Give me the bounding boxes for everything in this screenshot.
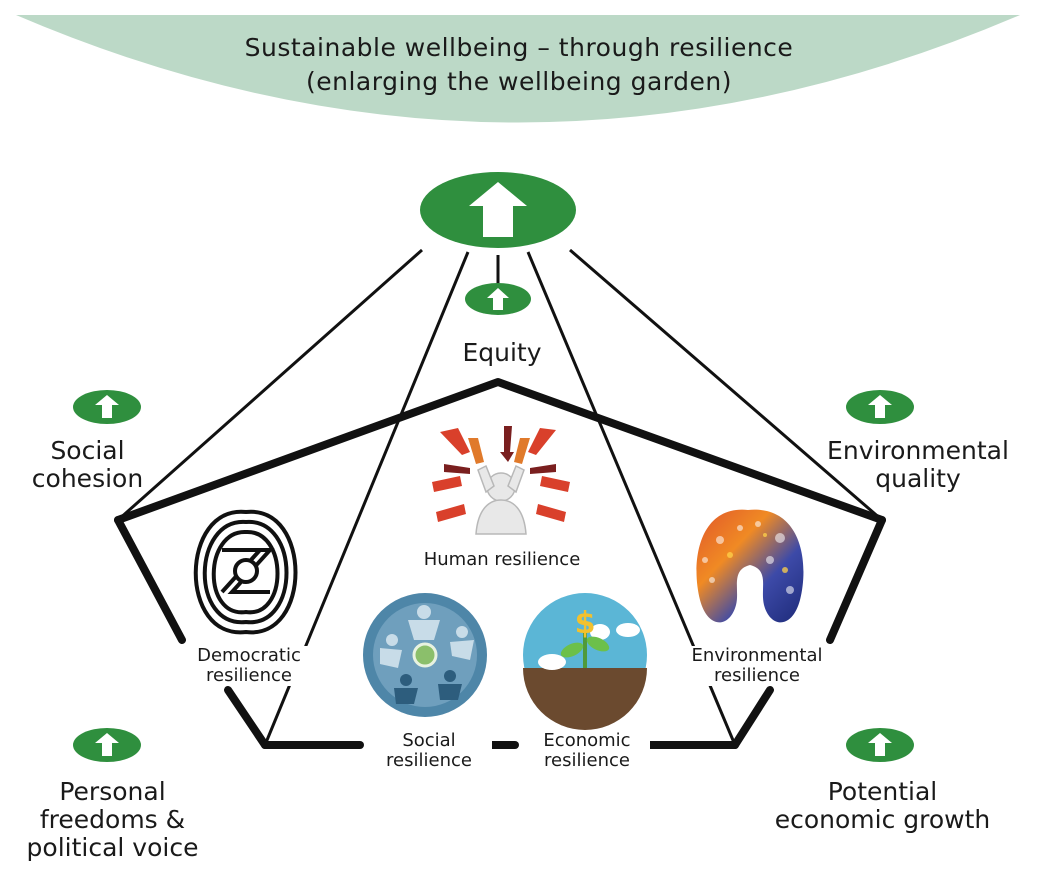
- environmental-quality-line: quality: [875, 464, 961, 493]
- environmental-resilience-line: resilience: [714, 665, 800, 687]
- banner-subtitle: (enlarging the wellbeing garden): [306, 67, 732, 96]
- social-cohesion-line: cohesion: [31, 464, 144, 493]
- environmental-quality-label: Environmental quality: [812, 437, 1024, 493]
- environmental-resilience-line: Environmental: [691, 645, 823, 666]
- up-arrow-icon: [846, 728, 914, 762]
- up-arrow-icon: [73, 728, 141, 762]
- up-arrow-icon: [465, 283, 531, 315]
- potential-growth-label: Potential economic growth: [760, 778, 1005, 834]
- potential-growth-line: Potential: [827, 777, 938, 806]
- democratic-resilience-line: resilience: [206, 665, 292, 687]
- democratic-resilience-line: Democratic: [197, 645, 301, 666]
- pentagon-outline: [114, 378, 886, 749]
- environmental-resilience-label: Environmental resilience: [668, 645, 846, 687]
- potential-growth-line: economic growth: [774, 805, 991, 834]
- social-cohesion-line: Social: [50, 436, 125, 465]
- economic-resilience-label: Economic resilience: [524, 730, 650, 772]
- social-resilience-line: Social: [402, 730, 456, 751]
- economic-resilience-line: Economic: [543, 730, 631, 751]
- personal-freedoms-label: Personal freedoms & political voice: [10, 778, 215, 862]
- social-cohesion-label: Social cohesion: [20, 437, 155, 493]
- stressed-person-icon: [432, 426, 570, 535]
- banner-title: Sustainable wellbeing – through resilien…: [244, 33, 794, 62]
- banner-shape: [16, 15, 1020, 123]
- up-arrow-icon: [846, 390, 914, 424]
- democracy-symbol-icon: [193, 509, 298, 635]
- social-resilience-line: resilience: [386, 750, 472, 772]
- personal-freedoms-line: Personal: [59, 777, 166, 806]
- human-resilience-label: Human resilience: [423, 549, 581, 570]
- equity-label: Equity: [448, 339, 556, 367]
- people-circle-icon: [363, 593, 487, 717]
- environmental-quality-line: Environmental: [827, 436, 1009, 465]
- personal-freedoms-line: freedoms &: [39, 805, 186, 834]
- money-plant-icon: $: [523, 593, 647, 730]
- social-resilience-label: Social resilience: [366, 730, 492, 772]
- up-arrow-icon: [420, 172, 576, 248]
- democratic-resilience-label: Democratic resilience: [180, 645, 318, 687]
- personal-freedoms-line: political voice: [26, 833, 199, 862]
- economic-resilience-line: resilience: [544, 750, 630, 772]
- up-arrow-icon: [73, 390, 141, 424]
- patterned-pillow-icon: [696, 509, 804, 623]
- svg-text:$: $: [575, 606, 596, 641]
